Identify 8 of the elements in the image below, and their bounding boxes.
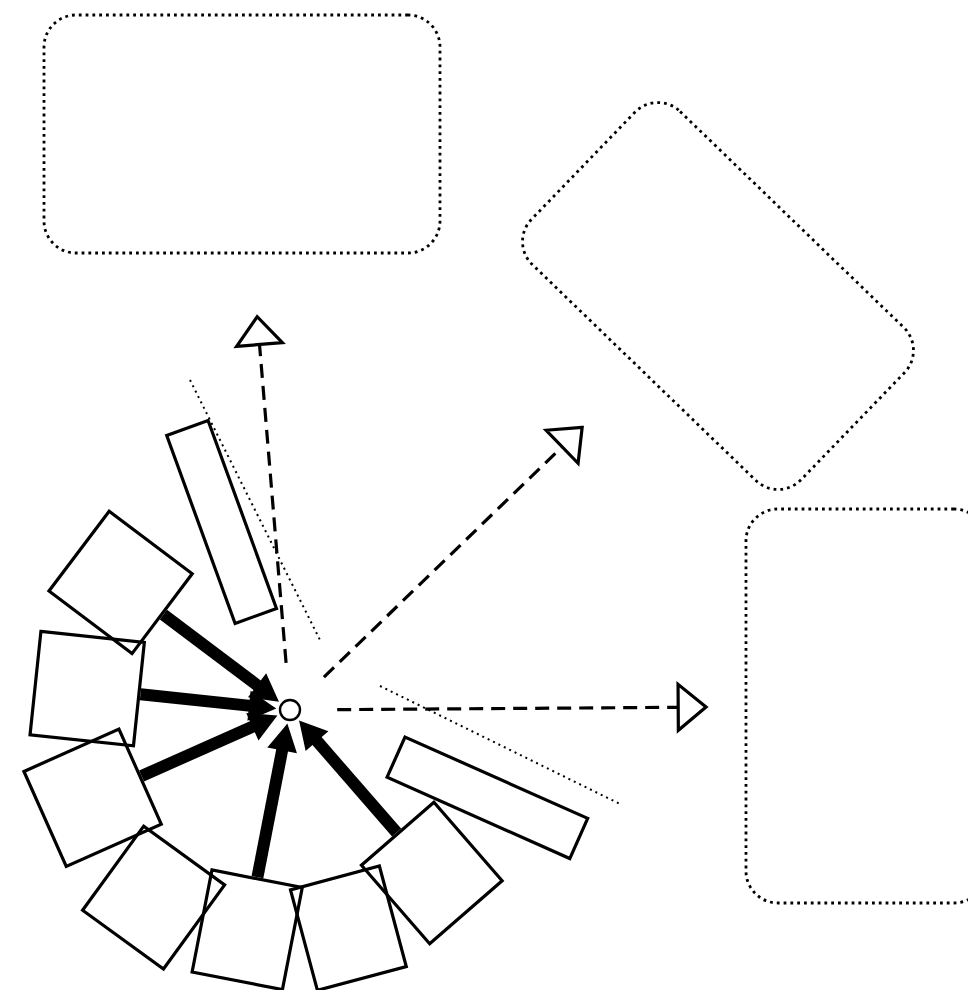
block bbox=[28, 629, 147, 748]
block bbox=[190, 868, 305, 990]
dotted-box bbox=[744, 507, 968, 905]
hollow-arrow bbox=[322, 425, 584, 679]
long-bar bbox=[384, 734, 590, 861]
dotted-box bbox=[521, 101, 915, 491]
center-circle bbox=[278, 698, 302, 722]
dotted-box bbox=[42, 13, 442, 255]
